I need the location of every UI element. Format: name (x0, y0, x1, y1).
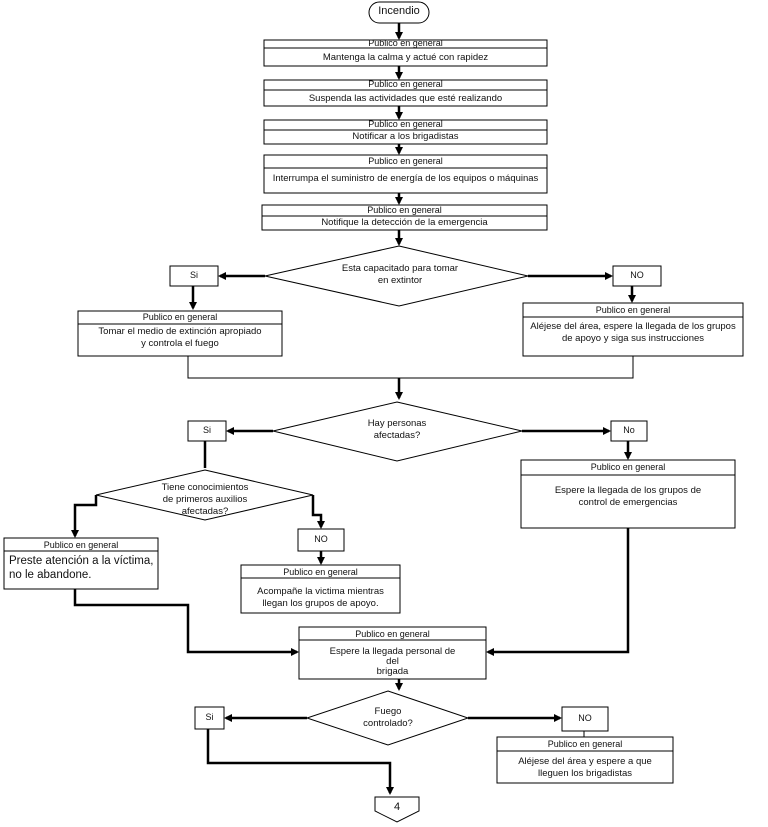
connector (311, 495, 325, 529)
end-connector (374, 796, 420, 823)
box-text: Aléjese del área y espere a que lleguen … (518, 756, 652, 779)
no-box (612, 265, 662, 287)
no-box (610, 420, 648, 442)
step-header: Publico en general (368, 156, 443, 166)
box-header: Publico en general (590, 462, 666, 472)
process-box (3, 537, 159, 590)
box-header: Publico en general (355, 629, 430, 639)
step-header: Publico en general (368, 38, 443, 48)
decision-auxilios (95, 469, 314, 521)
box-header: Publico en general (283, 567, 358, 577)
step-header: Publico en general (368, 79, 443, 89)
no-box (297, 528, 345, 552)
connector (486, 528, 630, 656)
yes-box (187, 420, 227, 442)
yes-box (194, 706, 225, 730)
box-text: Espere la llegada personal de del brigad… (329, 646, 456, 677)
decision-extintor (264, 245, 529, 307)
no-box (561, 706, 609, 732)
step-box (263, 154, 548, 194)
decision-extintor-text: Esta capacitado para tomar en extintor (341, 263, 459, 286)
box-text: Preste atención a la víctima, no le aban… (9, 555, 154, 582)
box-header: Publico en general (43, 540, 119, 550)
step-header: Publico en general (368, 119, 443, 129)
decision-fuego-text: Fuego controlado? (363, 706, 413, 729)
yes-box (169, 265, 219, 287)
step-box (263, 39, 548, 67)
connector (73, 589, 299, 656)
process-box (298, 626, 487, 680)
yes-label: Si (205, 712, 214, 722)
process-box (77, 310, 283, 357)
step-box (261, 204, 548, 231)
yes-label: Si (202, 425, 211, 435)
box-text: Aléjese del área, espere la llegada de l… (530, 321, 736, 344)
connector (71, 495, 98, 538)
step-text: Suspenda las actividades que esté realiz… (308, 93, 503, 104)
box-text: Acompañe la victima mientras llegan los … (257, 586, 384, 609)
process-box (520, 459, 736, 529)
no-label: NO (314, 534, 328, 544)
process-box (496, 736, 674, 784)
step-box (263, 79, 548, 107)
step-text: Notifique la detección de la emergencia (321, 217, 488, 228)
connector (187, 356, 634, 379)
decision-afectadas (272, 401, 523, 462)
decision-afectadas-text: Hay personas afectadas? (367, 418, 427, 441)
step-box (263, 119, 548, 145)
no-label: No (623, 425, 635, 435)
yes-label: Si (189, 270, 198, 280)
connector (206, 729, 394, 795)
box-header: Publico en general (547, 739, 623, 749)
box-text: Espere la llegada de los grupos de contr… (554, 485, 702, 508)
step-header: Publico en general (367, 205, 442, 215)
no-label: NO (630, 270, 644, 280)
end-label: 4 (393, 801, 401, 813)
decision-fuego (305, 690, 470, 746)
no-label: NO (578, 713, 592, 723)
step-text: Notificar a los brigadistas (352, 131, 459, 142)
box-text: Tomar el medio de extinción apropiado y … (98, 326, 262, 349)
step-text: Interrumpa el suministro de energía de l… (272, 173, 539, 184)
box-header: Publico en general (142, 312, 218, 322)
decision-auxilios-text: Tiene conocimientos de primeros auxilios… (161, 482, 249, 517)
start-terminal (368, 1, 430, 24)
step-text: Mantenga la calma y actué con rapidez (322, 52, 489, 63)
process-box (240, 564, 401, 614)
process-box (522, 302, 744, 357)
start-label: Incendio (378, 5, 420, 17)
box-header: Publico en general (595, 305, 671, 315)
